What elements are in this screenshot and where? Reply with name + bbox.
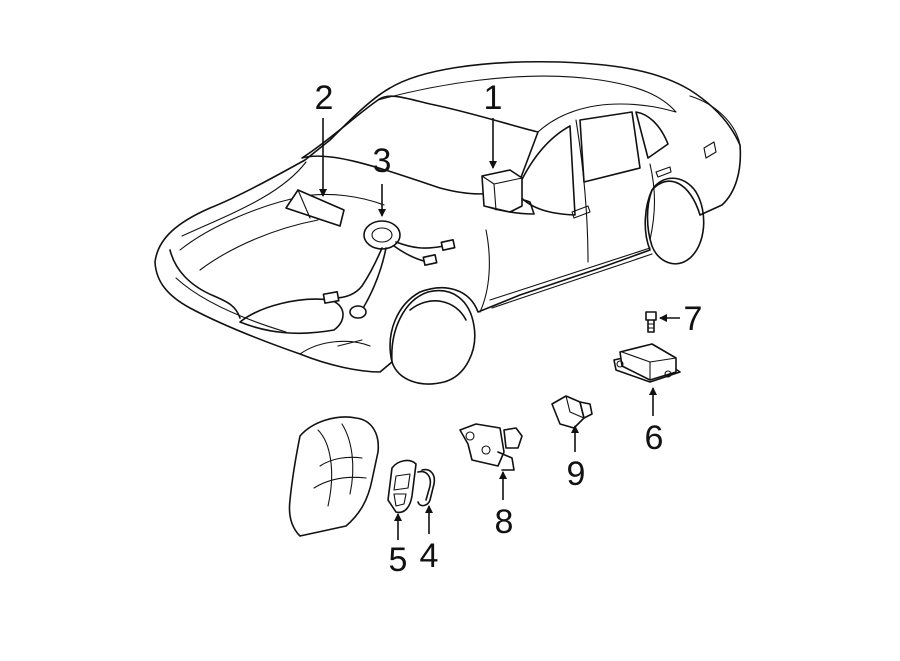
part-4-drawing: [417, 468, 436, 507]
callout-labels: 1 2 3 4 5 6 7 8 9: [315, 79, 703, 579]
part-8-drawing: [459, 423, 523, 471]
vehicle-outline: [154, 60, 742, 385]
callout-5: 5: [389, 541, 408, 579]
part-6-drawing: [613, 343, 681, 383]
callout-6: 6: [645, 419, 664, 457]
part-5-drawing: [387, 459, 417, 514]
callout-2: 2: [315, 79, 334, 117]
callout-3: 3: [373, 142, 392, 180]
part-7-drawing: [645, 311, 657, 333]
seat-cushion-drawing: [288, 416, 380, 537]
callout-8: 8: [495, 503, 514, 541]
leader-arrows: [319, 118, 680, 540]
part-1-drawing: [481, 169, 523, 213]
callout-4: 4: [420, 537, 439, 575]
callout-9: 9: [567, 455, 586, 493]
callout-1: 1: [484, 79, 503, 117]
part-9-drawing: [551, 395, 593, 429]
part-3-drawing: [322, 220, 456, 319]
part-2-drawing: [285, 189, 345, 227]
callout-7: 7: [684, 300, 703, 338]
